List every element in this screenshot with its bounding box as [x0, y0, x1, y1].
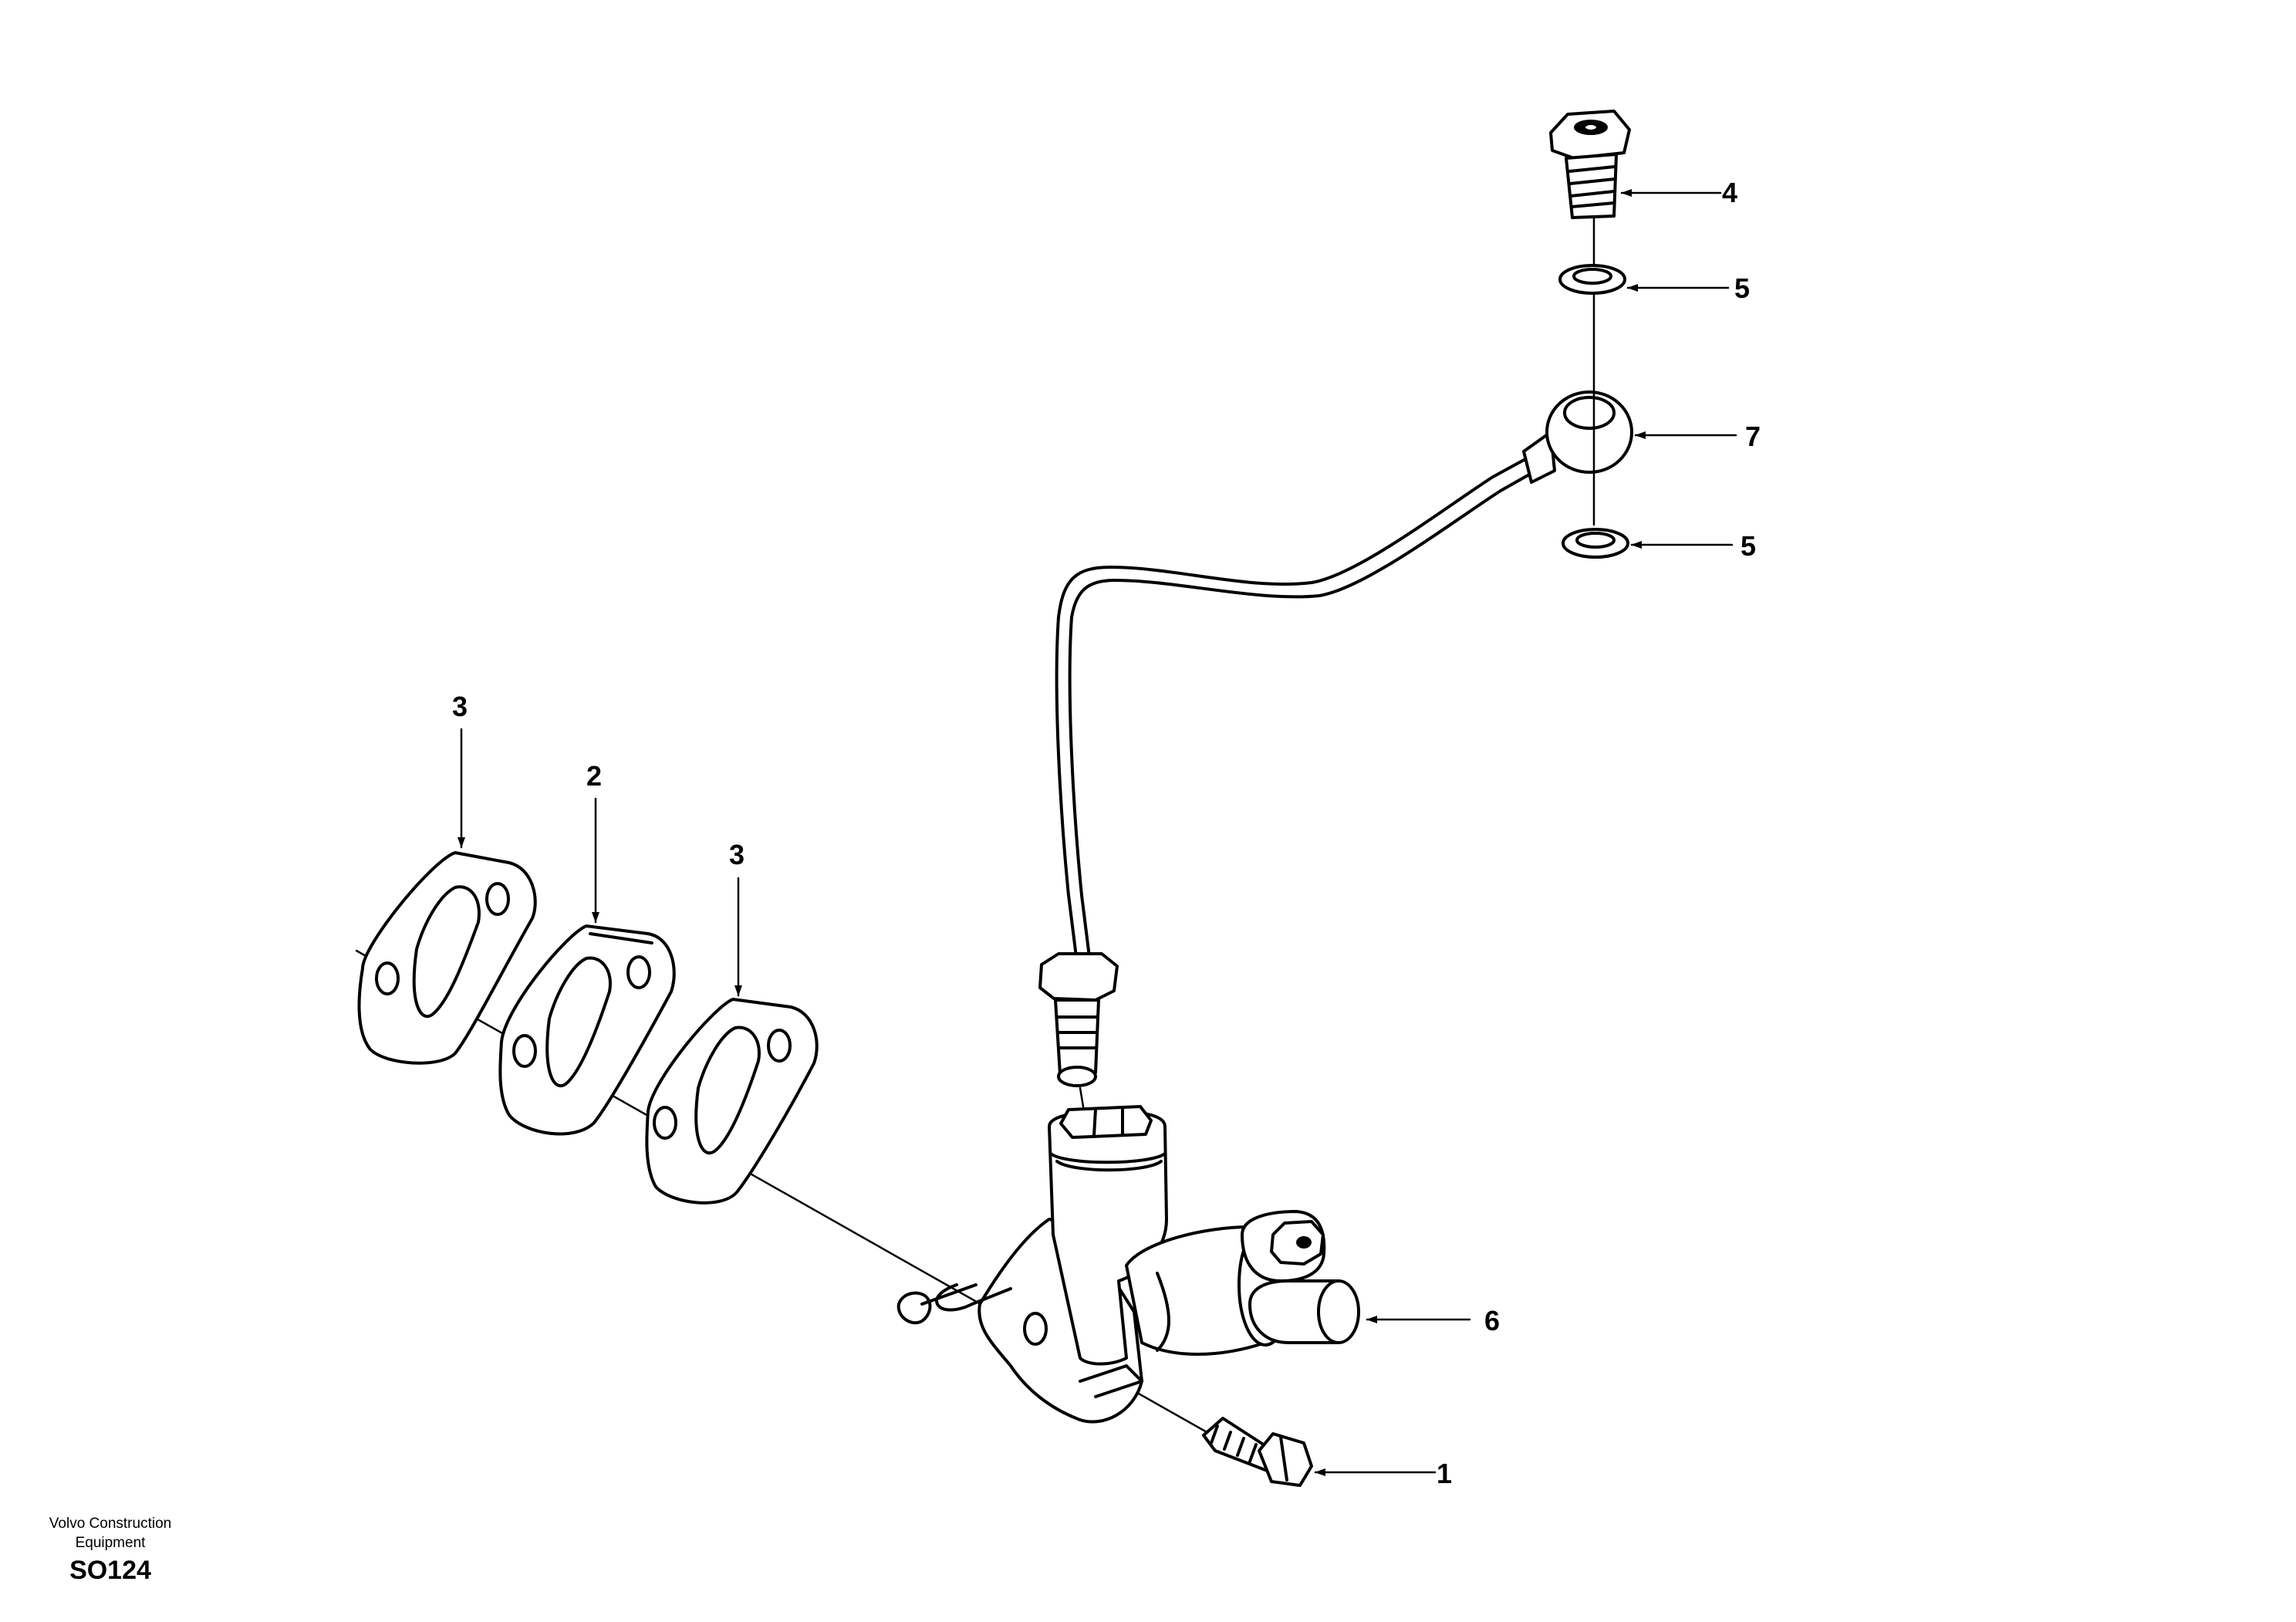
callout-labels: 4 5 7 5 6 1 3 2 3 [452, 177, 1761, 1489]
sealing-washer-lower [1562, 528, 1629, 559]
fuel-pipe [1055, 452, 1543, 958]
gasket-middle [498, 924, 676, 1136]
callout-2: 2 [586, 760, 602, 792]
callout-3-front: 3 [729, 839, 745, 870]
feed-pump [896, 1105, 1360, 1424]
banjo-fitting [1522, 390, 1633, 484]
brand-line-2: Equipment [75, 1535, 146, 1551]
diagram-code: SO124 [69, 1556, 151, 1585]
callout-1: 1 [1437, 1458, 1452, 1489]
gasket-front [645, 998, 819, 1205]
callout-6: 6 [1484, 1305, 1500, 1336]
banjo-bolt [1549, 110, 1631, 219]
leader-lines [458, 189, 1737, 1476]
flange-bolt [1202, 1417, 1313, 1487]
callout-4: 4 [1722, 177, 1737, 208]
brand-line-1: Volvo Construction [49, 1516, 172, 1532]
callout-7: 7 [1745, 421, 1761, 452]
brand-name: Volvo Construction Equipment [22, 1514, 199, 1553]
pipe-union-nut [1038, 952, 1119, 1087]
callout-5-lower: 5 [1741, 530, 1756, 562]
callout-5-upper: 5 [1734, 272, 1750, 304]
callout-3-rear: 3 [452, 691, 468, 722]
gasket-rear [357, 851, 537, 1065]
sealing-washer-upper [1558, 264, 1626, 295]
